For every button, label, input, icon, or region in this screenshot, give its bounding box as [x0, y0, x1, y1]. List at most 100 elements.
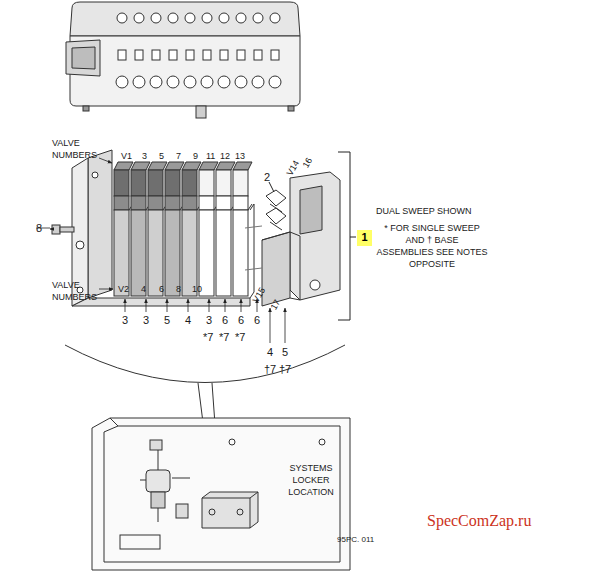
terminal — [152, 50, 160, 60]
valve-body — [233, 210, 248, 296]
leader-arrow — [125, 299, 126, 312]
terminal — [150, 76, 162, 88]
callout-number: *7 — [219, 330, 229, 344]
leader-arrow — [146, 299, 147, 312]
label-text: 13 — [235, 150, 245, 162]
label-text: 8 — [176, 283, 181, 295]
terminal — [133, 76, 145, 88]
leader-arrow — [225, 299, 226, 312]
solenoid — [233, 170, 248, 196]
callout-number: 3 — [143, 313, 149, 327]
label-text: 12 — [220, 150, 230, 162]
terminal — [235, 76, 247, 88]
solenoid — [182, 170, 197, 196]
solenoid — [114, 162, 133, 170]
bracket — [338, 152, 356, 320]
cabinet — [92, 418, 350, 570]
callout-number: 6 — [254, 313, 260, 327]
callout-number: †7 — [279, 362, 291, 376]
label-text: 10 — [192, 283, 202, 295]
terminal — [203, 50, 211, 60]
solenoid — [131, 162, 150, 170]
terminal — [185, 13, 195, 23]
label-text: V1 — [121, 150, 132, 162]
solenoid — [165, 170, 180, 196]
solenoid — [165, 162, 184, 170]
valve-body — [199, 210, 214, 296]
callout-number: 8 — [36, 221, 42, 235]
label-text: 95PC. 011 — [337, 535, 374, 545]
valve-edge — [250, 204, 254, 298]
callout-number: *7 — [235, 330, 245, 344]
leader-arrow — [241, 299, 242, 312]
solenoid — [148, 196, 163, 210]
watermark: SpecComZap.ru — [427, 510, 531, 531]
callout-number: 5 — [282, 345, 288, 359]
callout-number: 6 — [222, 313, 228, 327]
terminal — [168, 13, 178, 23]
valve-body — [148, 210, 163, 296]
terminal — [219, 13, 229, 23]
solenoid — [114, 196, 129, 210]
terminal — [236, 13, 246, 23]
terminal-row — [116, 13, 281, 88]
cover-unit — [66, 2, 300, 118]
label-text: 5 — [159, 150, 164, 162]
terminal — [169, 50, 177, 60]
terminal — [201, 76, 213, 88]
label-text: 16 — [300, 155, 315, 170]
leader-arrows — [36, 158, 113, 289]
label-text: 7 — [176, 150, 181, 162]
callout-number: 3 — [122, 313, 128, 327]
terminal — [135, 50, 143, 60]
manifold-base — [72, 150, 250, 306]
terminal — [269, 76, 281, 88]
label-text: V2 — [118, 283, 129, 295]
terminal — [270, 13, 280, 23]
solenoid — [148, 170, 163, 196]
solenoid — [233, 196, 248, 210]
valve-stack — [114, 162, 254, 298]
solenoid — [216, 196, 231, 210]
callout-number: 4 — [267, 345, 273, 359]
leader-arrow — [209, 299, 210, 312]
solenoid — [199, 170, 214, 196]
callout-highlight: 1 — [357, 230, 372, 246]
label-text: V14 — [284, 158, 302, 178]
solenoid — [199, 162, 218, 170]
solenoid — [216, 162, 235, 170]
callout-number: 1 — [357, 230, 372, 244]
terminal — [116, 76, 128, 88]
terminal — [151, 13, 161, 23]
terminal — [218, 76, 230, 88]
callout-number: 2 — [264, 170, 270, 184]
valve-body — [131, 210, 146, 296]
terminal — [118, 50, 126, 60]
label-text: 9 — [193, 150, 198, 162]
valve-body — [216, 210, 231, 296]
label-text: SYSTEMS LOCKER LOCATION — [276, 462, 346, 498]
terminal — [167, 76, 179, 88]
callout-number: 3 — [206, 313, 212, 327]
label-text: * FOR SINGLE SWEEP AND † BASE ASSEMBLIES… — [376, 222, 488, 270]
leader-arrows — [125, 299, 285, 343]
screw — [52, 225, 74, 234]
solenoid — [182, 162, 201, 170]
valve-body — [165, 210, 180, 296]
valve-body — [114, 210, 129, 296]
label-text: 6 — [159, 283, 164, 295]
callout-number: 6 — [238, 313, 244, 327]
solenoid — [114, 170, 129, 196]
label-text: 17 — [268, 297, 283, 312]
label-text: 4 — [141, 283, 146, 295]
solenoid — [233, 162, 252, 170]
solenoid — [148, 162, 167, 170]
solenoid — [131, 196, 146, 210]
terminal — [184, 76, 196, 88]
callout-number: 4 — [185, 313, 191, 327]
leader-arrow — [167, 299, 168, 312]
terminal — [134, 13, 144, 23]
solenoid — [199, 196, 214, 210]
terminal — [253, 13, 263, 23]
terminal — [117, 13, 127, 23]
